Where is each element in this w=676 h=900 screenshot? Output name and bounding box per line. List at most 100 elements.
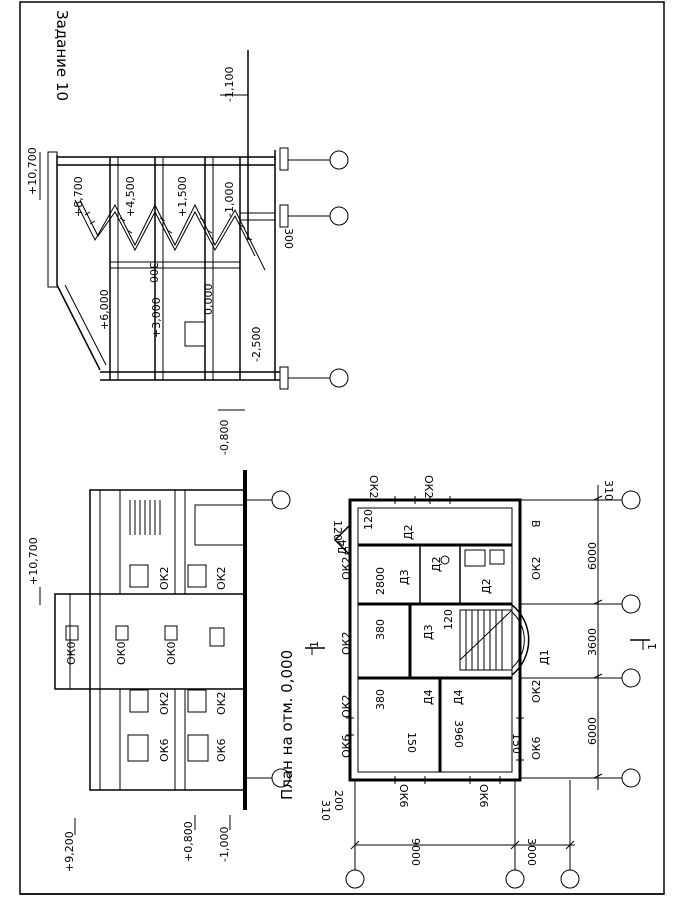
plan-dimension: 3960 xyxy=(452,720,465,748)
svg-text:+0,800: +0,800 xyxy=(182,821,195,862)
title-block: Задание 10 xyxy=(53,10,71,101)
section-level-marker: +10,700 xyxy=(26,147,39,195)
svg-text:-0,800: -0,800 xyxy=(218,420,231,455)
plan-door-label: Д4 xyxy=(336,539,349,555)
svg-text:+9,200: +9,200 xyxy=(63,831,76,872)
plan-axis-dimension: 3000 xyxy=(525,838,538,866)
plan-axis-bubble xyxy=(621,668,641,688)
plan-stair xyxy=(459,609,513,671)
facade-window xyxy=(187,564,207,588)
plan-window-label: ОК2 xyxy=(340,695,353,718)
svg-text:+1,500: +1,500 xyxy=(176,176,189,217)
plan-axis-bubble xyxy=(345,869,365,889)
plan-dimension: 2800 xyxy=(374,567,387,595)
facade-door xyxy=(209,627,225,647)
plan-door-label: Д2 xyxy=(430,556,443,572)
svg-text:300: 300 xyxy=(282,228,295,249)
section-level-marker: +4,500 xyxy=(124,176,137,217)
svg-text:+10,700: +10,700 xyxy=(26,147,39,195)
section-level-marker: +8,700 xyxy=(72,176,85,217)
facade-window-label: ОК0 xyxy=(165,642,178,665)
plan-dimension: 150 xyxy=(510,733,523,754)
plan-window-label: ОК6 xyxy=(530,737,543,760)
section-cut-label: 1 xyxy=(646,643,659,650)
section-axis-bubble xyxy=(329,368,349,388)
section-dimension: 300 xyxy=(147,262,160,283)
facade-tower xyxy=(54,593,246,690)
section-level-marker: +1,500 xyxy=(176,176,189,217)
svg-text:+6,000: +6,000 xyxy=(98,289,111,330)
plan-window-label: ОК2 xyxy=(340,557,353,580)
section-door xyxy=(184,321,206,347)
section-level-marker: +6,000 xyxy=(98,289,111,330)
plan-window-label: ОК6 xyxy=(477,784,490,807)
plan-dimension: 310 xyxy=(319,800,332,821)
plan-bath-fixture xyxy=(464,549,486,567)
plan-door-label: Д4 xyxy=(452,689,465,705)
building-section: +10,700 +8,700 +4,500 +1,500 -1,000 -1,1… xyxy=(26,50,349,455)
facade-window-label: ОК2 xyxy=(215,692,228,715)
section-dimension: 300 xyxy=(282,228,295,249)
plan-door-label: Д2 xyxy=(402,524,415,540)
section-level-marker: +3,000 xyxy=(150,297,163,338)
plan-window-label: ОК6 xyxy=(340,735,353,758)
facade-window-label: ОК6 xyxy=(158,739,171,762)
facade-level-marker: +10,700 xyxy=(27,537,40,585)
plan-caption: План на отм. 0,000 xyxy=(278,650,296,800)
plan-porch xyxy=(333,524,351,556)
facade-window xyxy=(115,625,129,641)
facade-level-marker: -1,000 xyxy=(218,827,231,862)
section-level-marker: -2,500 xyxy=(250,327,263,362)
plan-dimension: 380 xyxy=(374,689,387,710)
plan-dimension: 150 xyxy=(405,732,418,753)
plan-dimension: 310 xyxy=(602,480,615,501)
plan-door-label: Д4 xyxy=(422,689,435,705)
section-roof-slab xyxy=(47,151,58,288)
plan-axis-dimension: 9000 xyxy=(409,838,422,866)
sheet-frame xyxy=(19,1,665,895)
floor-plan: План на отм. 0,000 xyxy=(278,475,659,889)
facade-window-label: ОК2 xyxy=(158,567,171,590)
plan-room-letter: В xyxy=(529,520,542,528)
section-roof-slope xyxy=(56,284,101,371)
facade-axis-bubble xyxy=(271,768,291,788)
section-level-marker: -1,100 xyxy=(223,67,236,102)
facade-window-label: ОК2 xyxy=(215,567,228,590)
facade-window xyxy=(164,625,178,641)
plan-door-label: Д3 xyxy=(422,624,435,640)
section-cut-label: 1 xyxy=(308,641,321,648)
svg-text:+10,700: +10,700 xyxy=(27,537,40,585)
plan-window-label: ОК6 xyxy=(397,784,410,807)
plan-dimension: 380 xyxy=(374,619,387,640)
svg-text:-1,000: -1,000 xyxy=(223,182,236,217)
facade-window xyxy=(127,734,149,762)
section-level-marker: -1,000 xyxy=(223,182,236,217)
plan-axis-bubble xyxy=(621,594,641,614)
svg-text:-2,500: -2,500 xyxy=(250,327,263,362)
plan-window-label: ОК2 xyxy=(422,475,435,498)
plan-dimension: 120 xyxy=(331,520,344,541)
svg-text:-1,100: -1,100 xyxy=(223,67,236,102)
facade-window xyxy=(65,625,79,641)
facade-window-label: ОК0 xyxy=(65,642,78,665)
plan-door-label: Д2 xyxy=(480,578,493,594)
plan-door-label: Д1 xyxy=(538,649,551,665)
facade-window xyxy=(187,689,207,713)
svg-text:+4,500: +4,500 xyxy=(124,176,137,217)
plan-dimension: 120 xyxy=(442,609,455,630)
section-axis-bubble xyxy=(329,150,349,170)
plan-axis-bubble xyxy=(621,768,641,788)
plan-axis-bubble xyxy=(505,869,525,889)
facade-window xyxy=(129,689,149,713)
section-level-marker: 0,000 xyxy=(202,284,215,316)
plan-axis-dimension: 6000 xyxy=(586,542,599,570)
facade-window-label: ОК0 xyxy=(115,642,128,665)
facade-window-label: ОК2 xyxy=(158,692,171,715)
facade-window-label: ОК6 xyxy=(215,739,228,762)
plan-axis-bubble xyxy=(560,869,580,889)
facade-window xyxy=(187,734,209,762)
plan-axis-dimension: 3600 xyxy=(586,628,599,656)
plan-axis-dimension: 6000 xyxy=(586,717,599,745)
svg-text:300: 300 xyxy=(147,262,160,283)
svg-text:+3,000: +3,000 xyxy=(150,297,163,338)
